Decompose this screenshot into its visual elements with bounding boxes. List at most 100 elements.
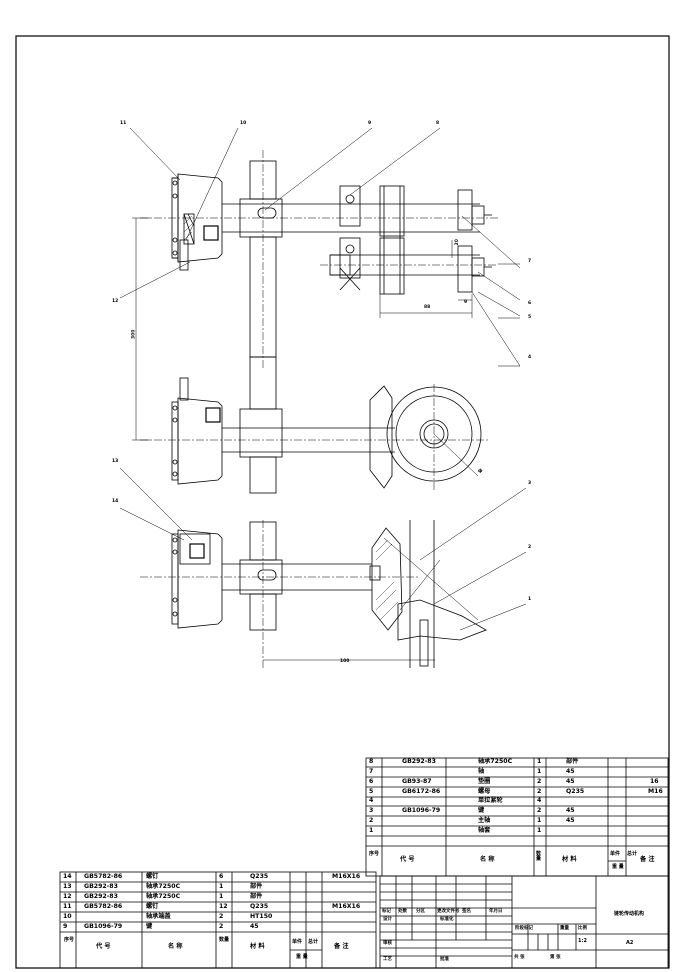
bom-right-header-no: 序号 [369,851,380,857]
leader-lines [119,127,527,631]
bom-left-row-qty: 1 [219,893,224,900]
title-count: 处数 [398,909,407,914]
bom-left-row-code: GB5782-86 [84,903,123,910]
bom-left-row-material: HT150 [250,913,273,920]
part-label-14: 14 [112,499,119,504]
title-scale: 比例 [578,926,587,931]
bom-right-header-unit-weight: 单件 [610,851,621,857]
bom-left-row-code: GB1096-79 [84,923,123,930]
top-view [140,150,498,370]
bom-right-row-no: 2 [369,817,374,824]
bom-right-row-name: 垫圈 [478,778,491,785]
bom-left-row-name: 轴承端盖 [146,913,171,920]
bom-left-grid [59,871,377,969]
bom-left-header-name: 名 称 [168,943,183,950]
bom-right-row-name: 主轴 [478,817,491,824]
bom-left-row-note: M16X16 [332,903,361,910]
bom-right-row-code: GB93-87 [402,778,432,785]
bom-left-row-no: 9 [63,923,68,930]
bom-right-row-qty: 2 [537,778,542,785]
bom-right-row-qty: 2 [537,807,542,814]
bom-left-header-code: 代 号 [96,943,111,950]
title-process: 工艺 [383,957,392,962]
bottom-view [140,520,487,668]
dimension-phi: ф [478,469,483,474]
bom-right-row-qty: 1 [537,768,542,775]
bom-left-row-material: Q235 [250,873,269,880]
bom-left-row-code: GB292-83 [84,893,118,900]
bom-right-row-name: 单拉紧轮 [478,797,503,804]
bom-left-row-name: 键 [146,923,153,930]
title-stage: 阶段标记 [515,926,533,931]
bom-right-row-name: 轴承7250C [478,758,513,765]
bom-left-row-name: 轴承7250C [146,883,181,890]
bom-right-row-material: 45 [566,768,575,775]
dimension-88: 88 [424,305,431,310]
title-design: 设计 [383,917,392,922]
title-weight: 重量 [560,926,569,931]
title-mark: 标记 [382,909,391,914]
part-label-10: 10 [240,121,247,126]
bom-left-row-no: 14 [63,873,72,880]
title-zone: 分区 [416,909,425,914]
bom-left-row-code: GB5782-86 [84,873,123,880]
drawing-code: A2 [626,940,634,946]
part-label-8: 8 [436,121,440,126]
bom-left-row-name: 轴承7250C [146,893,181,900]
bom-left-row-material: Q235 [250,903,269,910]
bom-right-row-note: 16 [650,778,659,785]
part-label-6: 6 [528,301,532,306]
bom-right-row-name: 螺母 [478,788,491,795]
title-scale-value: 1:2 [578,938,587,944]
bom-left-row-name: 螺钉 [146,873,159,880]
bom-left-header-qty: 数量 [219,937,230,943]
bom-right-row-name: 轴套 [478,827,491,834]
bom-right-row-note: M16 [648,788,663,795]
bom-right-row-name: 轴 [478,768,485,775]
bom-left-row-note: M16X16 [332,873,361,880]
bom-right-header-total-weight: 总计 [627,851,638,857]
bom-left-row-code: GB292-83 [84,883,118,890]
bom-right-row-no: 1 [369,827,374,834]
dimension-300: 300 [131,329,137,339]
bom-right-row-name: 键 [478,807,485,814]
assembly-drawing [59,127,669,969]
part-label-13: 13 [112,459,119,464]
bom-right-row-no: 6 [369,778,374,785]
bom-right-row-material: 45 [566,817,575,824]
bom-left-header-material: 材 料 [250,943,265,950]
bom-left-row-no: 12 [63,893,72,900]
dimension-9: 9 [464,300,468,305]
bom-left-row-qty: 1 [219,883,224,890]
bom-right-header-weight: 重 量 [612,864,624,870]
part-label-7: 7 [528,259,532,264]
bom-right-row-qty: 4 [537,797,542,804]
part-label-11: 11 [120,121,127,126]
bom-right-header-material: 材 料 [562,856,577,863]
bom-right-row-material: 45 [566,807,575,814]
drawing-name: 链轮传动机构 [614,911,645,917]
bom-left-row-qty: 2 [219,923,224,930]
title-block-grid [379,875,669,969]
bom-left-row-qty: 2 [219,913,224,920]
part-label-4: 4 [528,355,532,360]
bom-right-row-qty: 2 [537,788,542,795]
dimension-100: 100 [340,659,350,664]
title-sheet-no: 第 张 [550,955,561,960]
title-approve: 批准 [440,957,449,962]
bom-right-row-code: GB6172-86 [402,788,441,795]
bom-right-row-qty: 1 [537,827,542,834]
part-label-9: 9 [368,121,372,126]
bom-right-row-code: GB1096-79 [402,807,441,814]
bom-right-grid [365,757,669,877]
bom-right-row-material: Q235 [566,788,585,795]
bom-left-header-weight: 重 量 [296,954,308,960]
bom-left-row-material: 部件 [250,893,263,900]
middle-view [132,217,490,494]
bom-right-header-note: 备 注 [640,856,655,863]
bom-left-row-name: 螺钉 [146,903,159,910]
title-standardization: 标准化 [440,917,454,922]
title-review: 审核 [383,941,392,946]
hatching [183,215,399,621]
